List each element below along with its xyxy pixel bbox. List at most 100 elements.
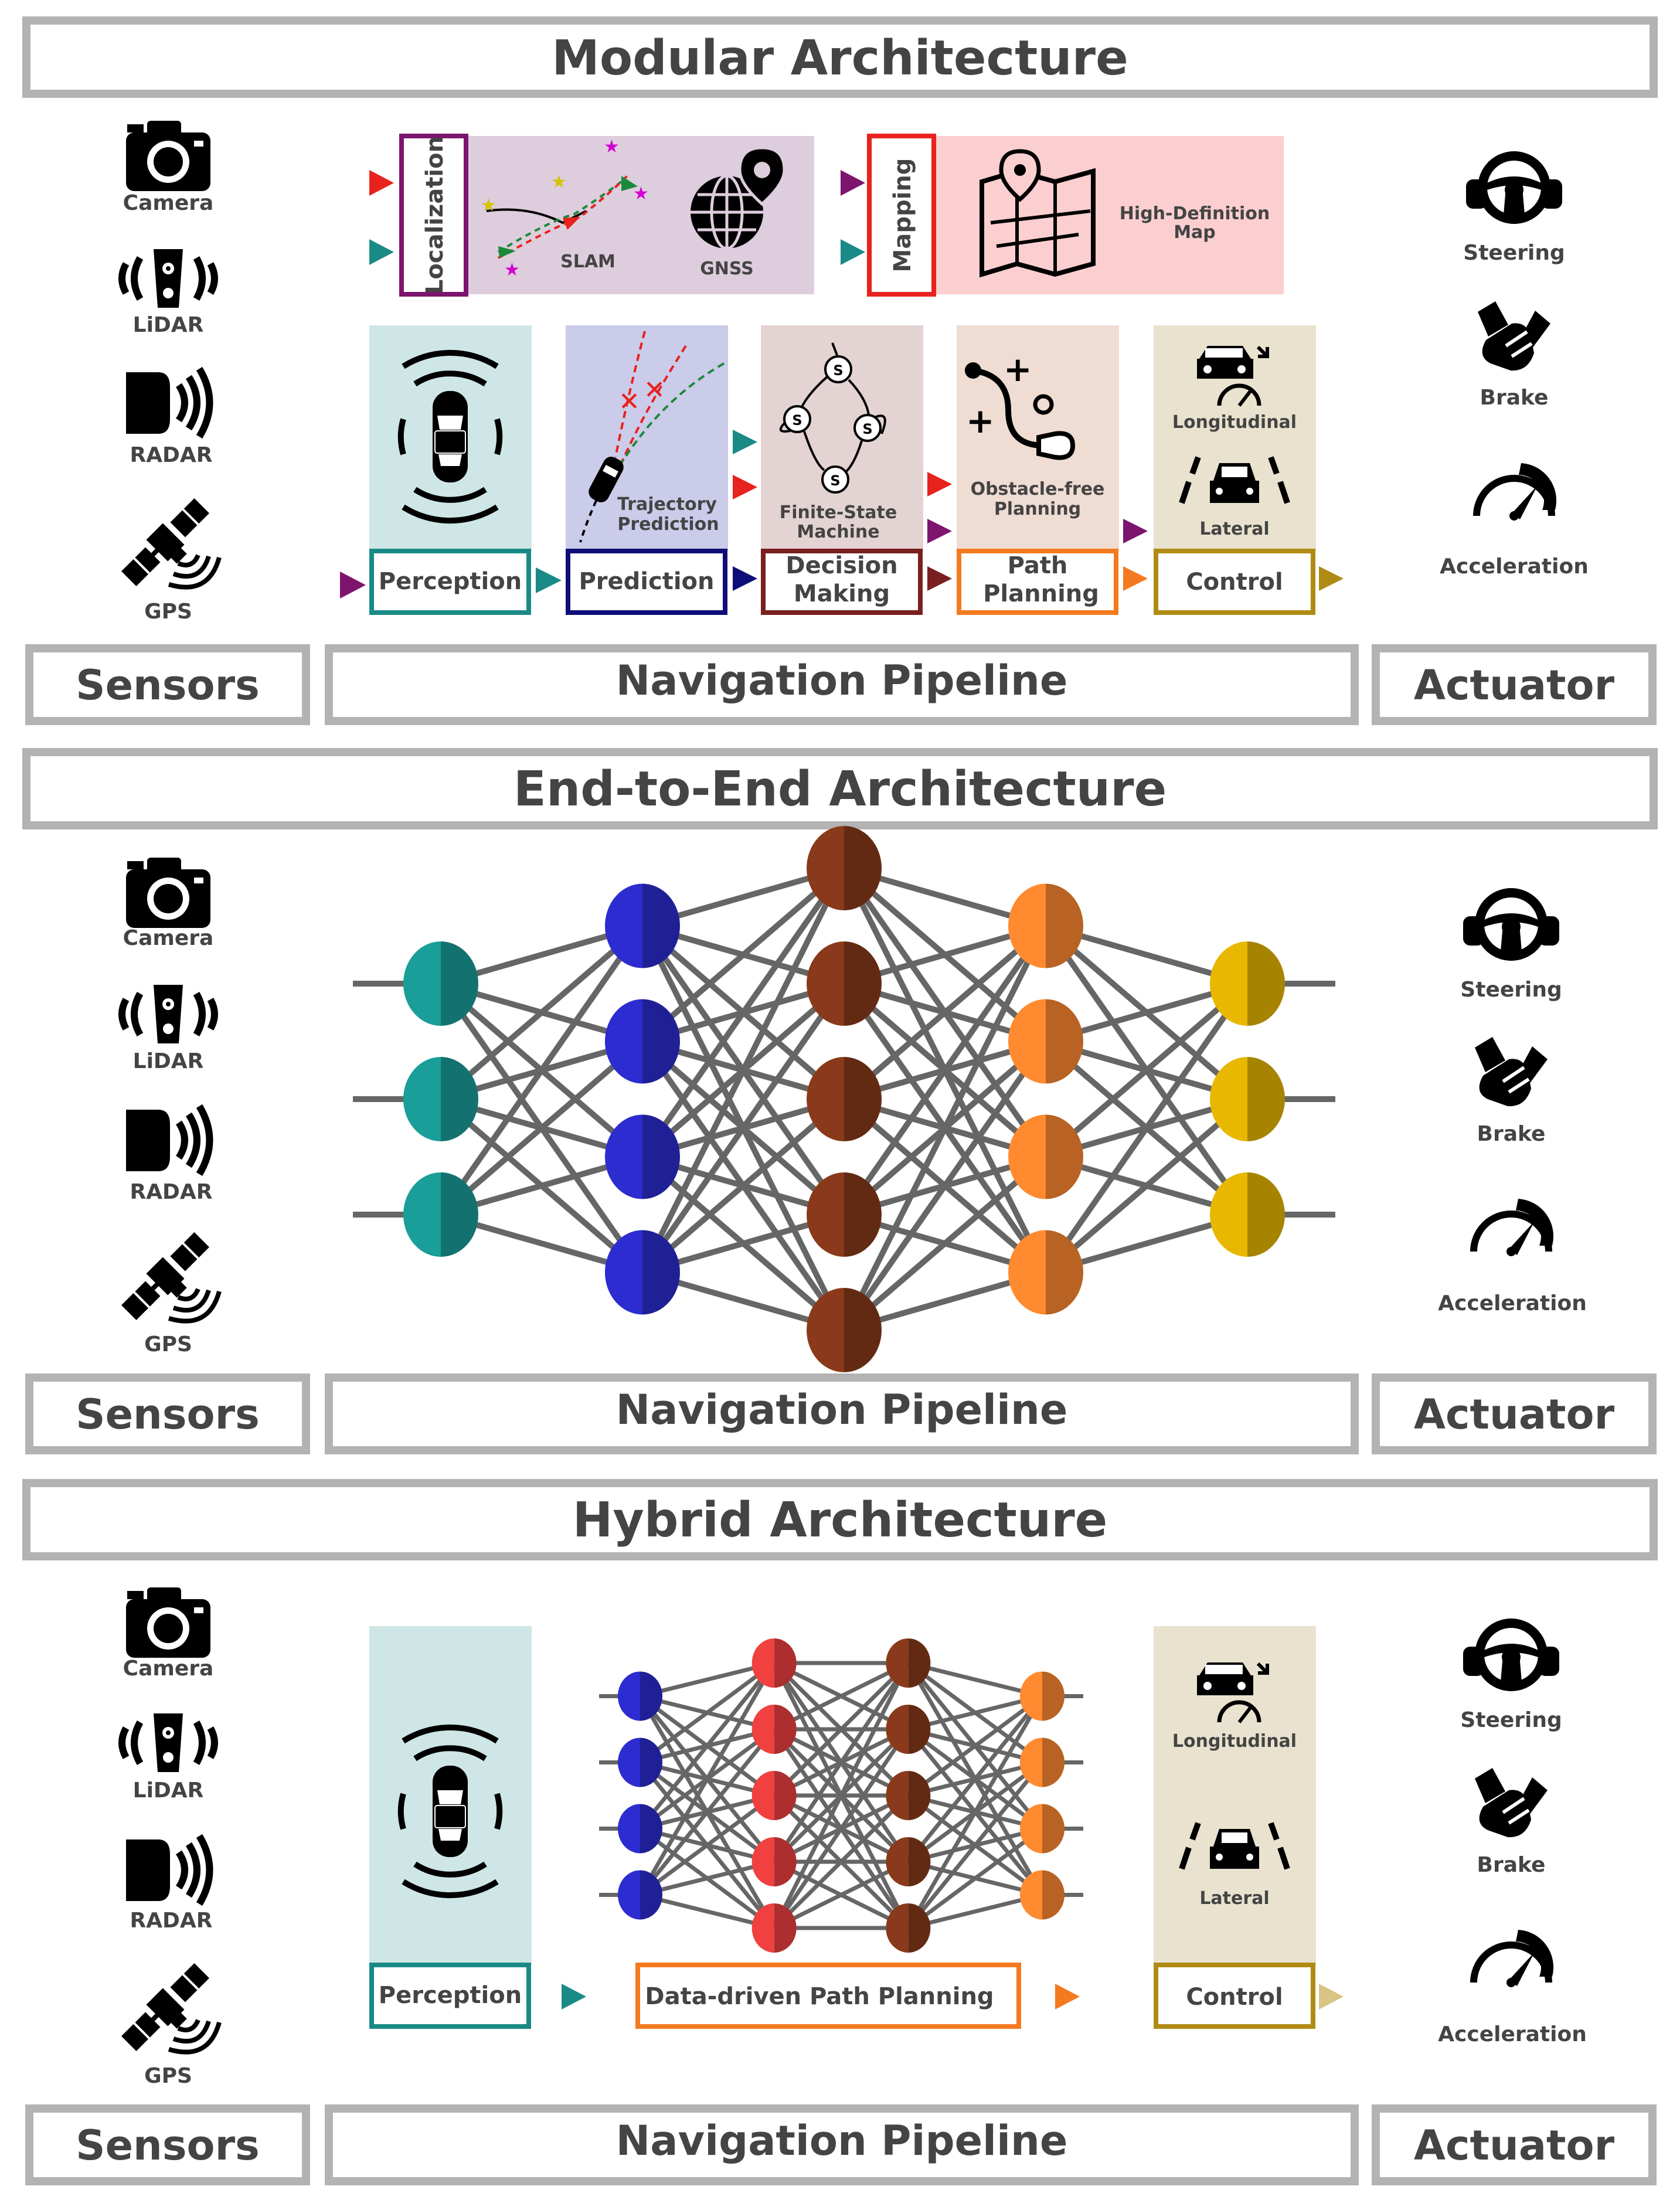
arrow-marker xyxy=(369,239,394,265)
sensors-footer-box xyxy=(25,644,310,725)
network-node xyxy=(807,941,882,1026)
hd-map-label-line1: High-Definition xyxy=(1120,203,1270,224)
camera-icon xyxy=(126,858,210,928)
sensor-label-radar: RADAR xyxy=(130,443,212,467)
sensor-label-lidar: LiDAR xyxy=(133,1049,204,1073)
decision-label-line1: Decision xyxy=(785,552,897,579)
arrow-marker xyxy=(1123,566,1148,591)
arrow-marker xyxy=(841,239,865,265)
gnss-label: GNSS xyxy=(700,259,754,279)
sensor-label-camera: Camera xyxy=(123,926,214,950)
network-connection xyxy=(438,924,645,1216)
network-node xyxy=(886,1837,931,1886)
network-node xyxy=(618,1870,662,1920)
actuator-column: Steering Brake Acceleration xyxy=(1440,151,1589,579)
network-connection xyxy=(907,1661,1043,1698)
arrow-marker xyxy=(369,170,394,196)
network-node xyxy=(807,1057,882,1141)
network-connection xyxy=(773,1794,910,1930)
network-node xyxy=(1020,1804,1065,1854)
network-connection xyxy=(640,982,847,1274)
brake-pedal-icon xyxy=(1475,1037,1548,1106)
decision-label-line2: Making xyxy=(794,580,890,607)
network-node xyxy=(605,1114,680,1199)
network-connection xyxy=(907,1694,1043,1732)
path-label-line1: Path xyxy=(1008,552,1068,579)
actuator-footer-label: Actuator xyxy=(1414,661,1615,709)
sensor-label-gps: GPS xyxy=(144,2064,192,2088)
lidar-icon xyxy=(122,249,215,308)
pipeline-footer-label: Navigation Pipeline xyxy=(616,657,1068,705)
sensor-label-lidar: LiDAR xyxy=(133,1779,204,1803)
network-node xyxy=(1020,1737,1065,1787)
svg-text:★: ★ xyxy=(633,183,649,204)
actuator-column: Steering Brake Acceleration xyxy=(1438,888,1587,1315)
prediction-panel xyxy=(566,325,728,551)
radar-icon xyxy=(126,1836,210,1904)
data-driven-path-planning-box xyxy=(635,1963,1021,2029)
speedometer-icon xyxy=(1477,463,1556,521)
arrow-marker xyxy=(1055,1984,1080,2009)
speedometer-icon xyxy=(1474,1930,1553,1987)
arrow-marker xyxy=(1319,1984,1344,2009)
network-connection xyxy=(772,1662,910,1929)
network-node xyxy=(1008,1114,1083,1199)
prediction-label: Prediction xyxy=(579,568,714,595)
mapping-label: Mapping xyxy=(889,158,916,273)
brake-pedal-icon xyxy=(1475,1768,1548,1837)
arrow-marker xyxy=(340,572,366,599)
data-driven-path-planning-label: Data-driven Path Planning xyxy=(645,1983,994,2010)
radar-icon xyxy=(126,369,210,437)
arrow-marker xyxy=(1123,519,1148,543)
network-node xyxy=(605,1230,680,1315)
arrow-marker xyxy=(733,566,757,591)
network-connection xyxy=(841,924,1049,1216)
hybrid-title: Hybrid Architecture xyxy=(573,1492,1108,1548)
svg-text:+: + xyxy=(1004,349,1032,389)
actuator-label-acceleration: Acceleration xyxy=(1438,1291,1587,1315)
network-connection xyxy=(773,1661,909,1732)
network-node xyxy=(605,883,680,968)
network-node xyxy=(1008,1230,1083,1315)
sensor-column: Camera LiDAR RADAR GPS xyxy=(118,1587,219,2088)
actuator-footer-box xyxy=(1372,1373,1657,1454)
pipeline-footer-label: Navigation Pipeline xyxy=(616,2117,1068,2165)
arrow-marker xyxy=(841,170,865,196)
hybrid-control-box xyxy=(1154,1963,1315,2029)
network-connection xyxy=(438,1039,645,1217)
lateral-caption: Lateral xyxy=(1199,519,1269,539)
arrow-marker xyxy=(733,475,757,499)
network-connection xyxy=(906,1695,1045,1929)
network-connection xyxy=(773,1661,910,1797)
svg-text:+: + xyxy=(966,401,995,441)
network-node xyxy=(618,1671,662,1721)
sensors-footer-label: Sensors xyxy=(76,2121,260,2170)
arrow-marker xyxy=(927,472,952,497)
network-node xyxy=(618,1737,662,1787)
network-node xyxy=(1210,941,1285,1026)
modular-title: Modular Architecture xyxy=(552,30,1128,86)
fsm-caption-line1: Finite-State xyxy=(780,502,897,523)
network-connection xyxy=(640,1893,775,1930)
trajectory-caption-line2: Prediction xyxy=(617,514,719,535)
network-connection xyxy=(640,866,847,1274)
network-node xyxy=(807,1172,882,1257)
network-node xyxy=(751,1903,797,1953)
network-node xyxy=(886,1638,931,1688)
network-node xyxy=(1210,1057,1285,1141)
network-node xyxy=(618,1804,662,1854)
arrow-marker xyxy=(733,430,757,454)
network-node xyxy=(751,1837,797,1886)
actuator-label-steering: Steering xyxy=(1460,978,1562,1002)
trajectory-illustration: ✕ ✕ xyxy=(579,331,725,543)
trajectory-caption-line1: Trajectory xyxy=(617,494,717,515)
sensors-footer-box xyxy=(25,2104,310,2185)
lidar-icon xyxy=(122,1713,215,1772)
hybrid-control-label: Control xyxy=(1186,1984,1283,2011)
lidar-icon xyxy=(122,985,215,1043)
network-connection xyxy=(1043,1097,1250,1275)
longitudinal-caption: Longitudinal xyxy=(1172,412,1297,433)
modular-title-box xyxy=(22,16,1658,98)
gps-satellite-icon xyxy=(118,1960,219,2060)
